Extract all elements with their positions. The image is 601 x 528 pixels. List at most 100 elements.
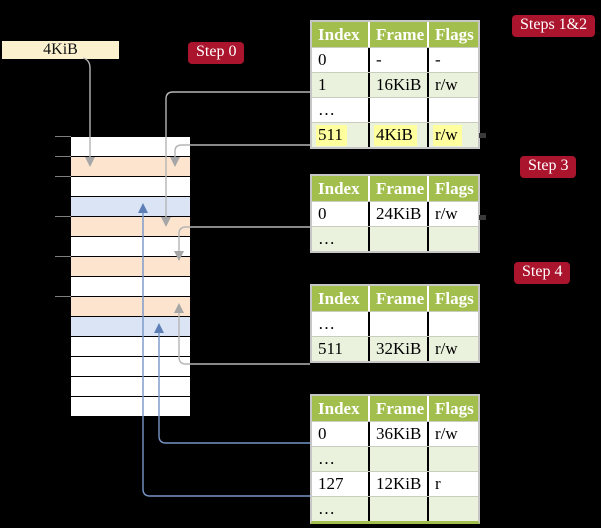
table-cell: r/w <box>427 337 478 361</box>
memory-tick <box>55 296 71 297</box>
table-row: … <box>312 97 478 122</box>
column-header-flags: Flags <box>427 286 478 311</box>
table-cell: … <box>318 100 335 119</box>
table-cell: … <box>318 499 335 518</box>
table-cell: 127 <box>318 474 344 493</box>
memory-row-4 <box>71 217 190 237</box>
table-row: … <box>312 496 478 521</box>
table-cell <box>368 497 427 521</box>
table-cell: r/w <box>427 123 478 147</box>
column-header-index: Index <box>318 178 360 198</box>
memory-row-0 <box>71 137 190 157</box>
table-cell: 0 <box>318 204 327 223</box>
table-cell: 12KiB <box>368 472 427 496</box>
column-header-index: Index <box>318 398 360 418</box>
badge-step-3: Step 3 <box>520 156 577 178</box>
column-header-frame: Frame <box>368 22 427 47</box>
column-header-frame: Frame <box>368 176 427 201</box>
table-cell: 16KiB <box>368 73 427 97</box>
table-cell: 36KiB <box>368 422 427 446</box>
table-cell: - <box>368 48 427 72</box>
table-row: … <box>312 446 478 471</box>
memory-tick <box>55 176 71 177</box>
table-row: 0 -- <box>312 47 478 72</box>
memory-row-12 <box>71 377 190 397</box>
badge-step-0: Step 0 <box>188 42 245 64</box>
table-cell <box>427 447 478 471</box>
column-header-flags: Flags <box>427 176 478 201</box>
physical-memory-column <box>71 136 190 417</box>
table-row: … <box>312 311 478 336</box>
memory-row-7 <box>71 277 190 297</box>
badge-step-4: Step 4 <box>514 262 571 284</box>
table-cell: … <box>318 229 335 248</box>
stub-step3-row0 <box>479 215 486 220</box>
table-cell: - <box>427 48 478 72</box>
arrow-step4-row511-to-memory <box>178 313 310 365</box>
highlighted-value: 511 <box>316 124 347 146</box>
memory-row-10 <box>71 337 190 357</box>
table-cell <box>368 98 427 122</box>
table-cell: … <box>318 449 335 468</box>
table-cell: 0 <box>318 424 327 443</box>
badge-steps-1-2: Steps 1&2 <box>512 15 596 37</box>
column-header-index: Index <box>318 24 360 44</box>
column-header-index: Index <box>318 288 360 308</box>
memory-row-9 <box>71 317 190 337</box>
table-row: 511 4KiB r/w <box>312 122 478 147</box>
memory-tick <box>55 156 71 157</box>
memory-tick <box>55 216 71 217</box>
table-cell: r/w <box>427 73 478 97</box>
column-header-flags: Flags <box>427 396 478 421</box>
memory-row-6 <box>71 257 190 277</box>
table-cell: … <box>318 314 335 333</box>
table-cell <box>368 227 427 251</box>
table-cell: 24KiB <box>368 202 427 226</box>
table-cell: 511 <box>312 123 368 147</box>
arrow-p2-row511-to-memory <box>174 144 310 157</box>
table-cell: 1 <box>318 75 327 94</box>
memory-row-1 <box>71 157 190 177</box>
table-row: … <box>312 226 478 251</box>
table-cell: r/w <box>427 202 478 226</box>
memory-row-8 <box>71 297 190 317</box>
table-cell <box>427 312 478 336</box>
memory-tick <box>55 256 71 257</box>
column-header-flags: Flags <box>427 22 478 47</box>
memory-tick <box>55 136 71 137</box>
table-cell <box>427 497 478 521</box>
table-cell <box>427 98 478 122</box>
table-cell: r <box>427 472 478 496</box>
table-cell <box>427 227 478 251</box>
table-cell: 4KiB <box>368 123 427 147</box>
memory-row-11 <box>71 357 190 377</box>
memory-row-13 <box>71 397 190 417</box>
table-cell <box>368 312 427 336</box>
memory-row-2 <box>71 177 190 197</box>
memory-row-3 <box>71 197 190 217</box>
highlighted-value: 4KiB <box>374 124 417 146</box>
table-cell <box>368 447 427 471</box>
table-cell: 0 <box>318 50 327 69</box>
table-cell: 511 <box>318 339 343 358</box>
stub-p2-row511 <box>479 133 486 138</box>
column-header-frame: Frame <box>368 286 427 311</box>
column-header-frame: Frame <box>368 396 427 421</box>
table-cell: 32KiB <box>368 337 427 361</box>
arrow-step3-row0-to-memory <box>178 226 310 251</box>
memory-row-5 <box>71 237 190 257</box>
table-cell: r/w <box>427 422 478 446</box>
frame-size-label: 4KiB <box>2 41 119 59</box>
